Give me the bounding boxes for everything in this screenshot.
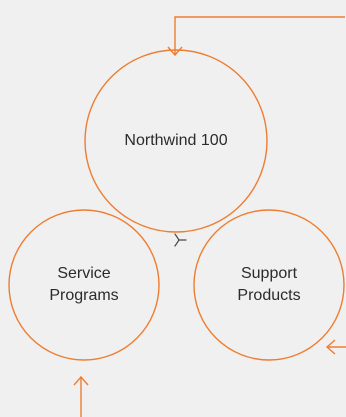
circle-right-line2: Products: [237, 287, 301, 304]
circle-label-support-products: Support Products: [237, 263, 300, 307]
circle-left-line2: Programs: [49, 287, 119, 304]
circle-left-line1: Service: [57, 265, 111, 282]
circle-top-label: Northwind 100: [124, 132, 228, 149]
connector-top: [174, 16, 345, 55]
circle-top: [84, 49, 268, 233]
arrow-up-icon: [73, 375, 89, 386]
circle-right-line1: Support: [240, 265, 298, 282]
circle-right: [193, 209, 345, 361]
circle-label-service-programs: Service Programs: [49, 263, 118, 307]
arrow-left-icon: [325, 339, 336, 355]
circle-left: [8, 209, 160, 361]
tri-spoke-icon: [174, 233, 187, 247]
circle-label-northwind: Northwind 100: [124, 130, 227, 152]
